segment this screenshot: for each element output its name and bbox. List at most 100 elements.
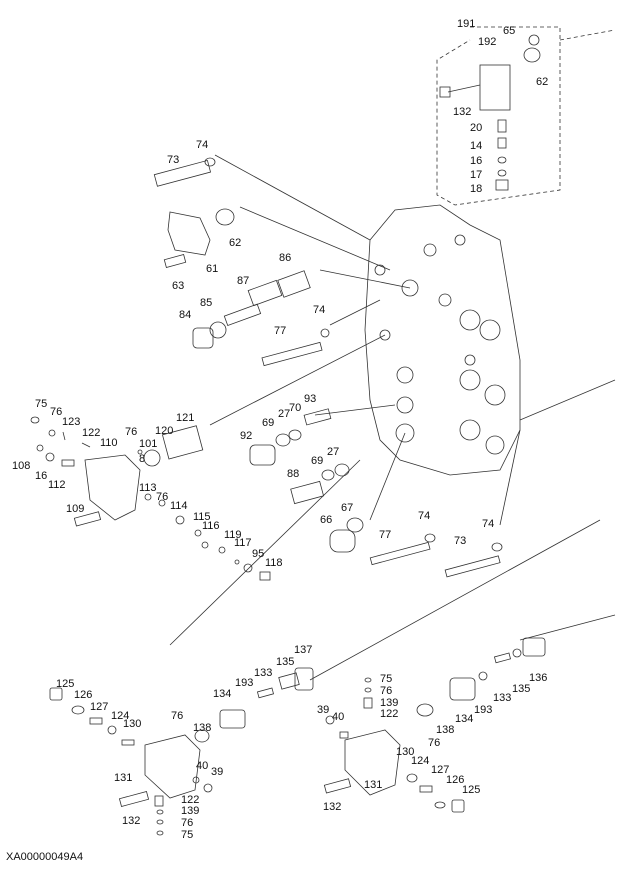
callout: 122 bbox=[181, 794, 200, 806]
callout: 116 bbox=[202, 520, 220, 532]
callout: 88 bbox=[287, 468, 300, 480]
callout: 73 bbox=[454, 535, 467, 547]
inset-parts bbox=[439, 34, 541, 191]
callout: 74 bbox=[196, 139, 209, 151]
callout: 95 bbox=[252, 548, 265, 560]
callout: 14 bbox=[470, 140, 483, 152]
callout: 130 bbox=[396, 746, 415, 758]
callout: 16 bbox=[35, 470, 48, 482]
lower-right-assembly bbox=[323, 637, 546, 813]
callout: 76 bbox=[125, 426, 138, 438]
callout: 121 bbox=[176, 412, 195, 424]
callout: 125 bbox=[56, 678, 75, 690]
callout: 67 bbox=[341, 502, 354, 514]
valve-body bbox=[364, 204, 521, 476]
callout: 117 bbox=[234, 537, 252, 549]
callout: 132 bbox=[323, 801, 342, 813]
middle-parts bbox=[30, 408, 503, 581]
callout: 74 bbox=[482, 518, 495, 530]
callout: 84 bbox=[179, 309, 192, 321]
callout: 93 bbox=[304, 393, 317, 405]
callout: 114 bbox=[170, 500, 188, 512]
callout: 193 bbox=[474, 704, 493, 716]
callout: 126 bbox=[74, 689, 93, 701]
callout: 18 bbox=[470, 183, 483, 195]
callout: 39 bbox=[211, 766, 224, 778]
callout: 70 bbox=[289, 402, 302, 414]
callout: 132 bbox=[122, 815, 141, 827]
callout: 39 bbox=[317, 704, 330, 716]
callout: 134 bbox=[213, 688, 232, 700]
callout: 20 bbox=[470, 122, 483, 134]
callout: 108 bbox=[12, 460, 31, 472]
callout: 124 bbox=[411, 755, 430, 767]
callout: 124 bbox=[111, 710, 130, 722]
callout: 27 bbox=[278, 408, 291, 420]
callout: 122 bbox=[380, 708, 399, 720]
callout: 115 bbox=[193, 511, 211, 523]
callout: 75 bbox=[181, 829, 194, 841]
callout: 138 bbox=[436, 724, 455, 736]
callout: 134 bbox=[455, 713, 474, 725]
callout: 63 bbox=[172, 280, 185, 292]
callout: 122 bbox=[82, 427, 101, 439]
callout: 139 bbox=[380, 697, 399, 709]
callout: 66 bbox=[320, 514, 333, 526]
callout: 62 bbox=[536, 76, 549, 88]
callout: 77 bbox=[274, 325, 287, 337]
callout: 137 bbox=[294, 644, 313, 656]
callout: 125 bbox=[462, 784, 481, 796]
inset-box bbox=[436, 26, 616, 206]
callout: 85 bbox=[200, 297, 213, 309]
callout: 123 bbox=[62, 416, 81, 428]
callout: 76 bbox=[156, 491, 169, 503]
callout: 101 bbox=[139, 438, 158, 450]
callout: 76 bbox=[428, 737, 441, 749]
callout: 27 bbox=[327, 446, 340, 458]
callout: 76 bbox=[380, 685, 393, 697]
callout: 77 bbox=[379, 529, 392, 541]
callout: 69 bbox=[311, 455, 324, 467]
callout: 8 bbox=[139, 453, 146, 465]
callout: 135 bbox=[512, 683, 531, 695]
callout: 76 bbox=[181, 817, 194, 829]
callout: 17 bbox=[470, 169, 483, 181]
callout: 61 bbox=[206, 263, 219, 275]
callout: 113 bbox=[139, 482, 157, 494]
callout: 74 bbox=[418, 510, 431, 522]
callout: 138 bbox=[193, 722, 212, 734]
callout: 109 bbox=[66, 503, 85, 515]
callout: 16 bbox=[470, 155, 483, 167]
callout: 127 bbox=[90, 701, 109, 713]
callout: 110 bbox=[100, 437, 118, 449]
callout: 192 bbox=[478, 36, 497, 48]
callout: 92 bbox=[240, 430, 253, 442]
callout: 75 bbox=[35, 398, 48, 410]
callout: 130 bbox=[123, 718, 142, 730]
callout: 126 bbox=[446, 774, 465, 786]
callout: 87 bbox=[237, 275, 250, 287]
callout: 62 bbox=[229, 237, 242, 249]
callout: 76 bbox=[50, 406, 63, 418]
lower-left-assembly bbox=[49, 667, 314, 836]
callout: 136 bbox=[529, 672, 548, 684]
upper-parts bbox=[153, 157, 330, 367]
callout: 75 bbox=[380, 673, 393, 685]
callout: 120 bbox=[155, 425, 174, 437]
callout: 118 bbox=[265, 557, 283, 569]
callout: 119 bbox=[224, 529, 242, 541]
callout: 40 bbox=[196, 760, 209, 772]
callout: 135 bbox=[276, 656, 295, 668]
callout: 139 bbox=[181, 805, 200, 817]
callout: 76 bbox=[171, 710, 184, 722]
callout: 69 bbox=[262, 417, 275, 429]
figure-code: XA00000049A4 bbox=[6, 851, 84, 863]
callout: 133 bbox=[254, 667, 273, 679]
callout: 74 bbox=[313, 304, 326, 316]
callout: 73 bbox=[167, 154, 180, 166]
callout: 86 bbox=[279, 252, 292, 264]
callout: 131 bbox=[364, 779, 383, 791]
callout: 112 bbox=[48, 479, 66, 491]
callout: 65 bbox=[503, 25, 516, 37]
